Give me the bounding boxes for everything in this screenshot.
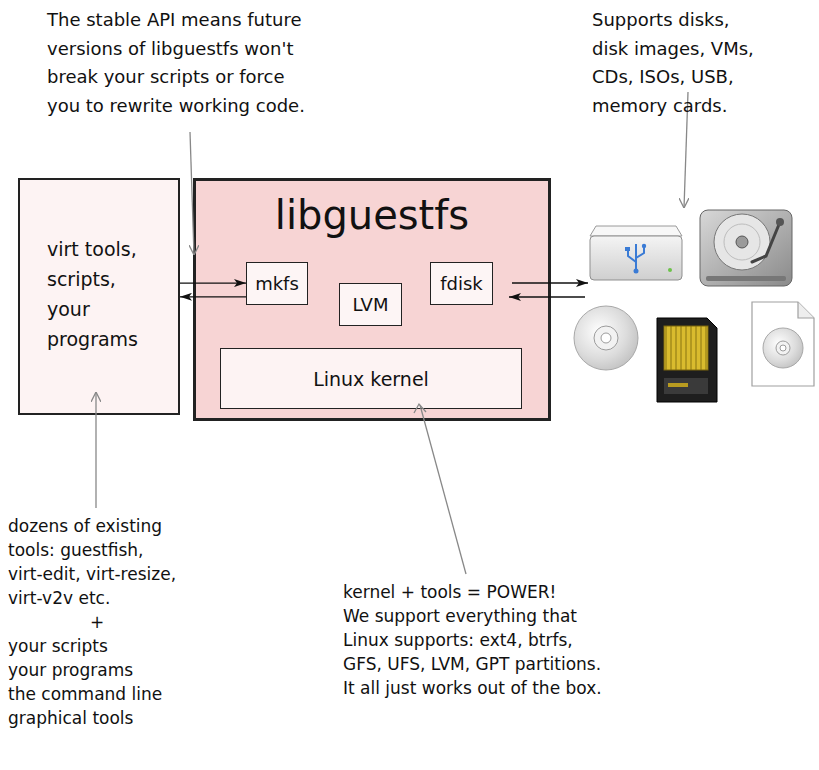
leader-line <box>420 405 466 574</box>
library-box: mkfsLVM fdiskLinux kernel libguestfs <box>193 178 551 421</box>
box-title: libguestfs <box>196 191 548 239</box>
leader-line <box>190 132 194 255</box>
data-flow-arrow <box>180 282 246 283</box>
kernel-box: Linux kernel <box>220 348 522 409</box>
usb-drive-icon <box>590 226 682 280</box>
tool-box: mkfs <box>246 262 308 305</box>
tools-note: your scripts your programs the command l… <box>8 634 162 730</box>
disk-image-icon <box>752 302 814 386</box>
kernel-note: We support everything that Linux support… <box>343 604 602 700</box>
box-label: LVM <box>353 294 389 316</box>
leader-lines <box>96 92 688 574</box>
kernel-note: kernel + tools = POWER! <box>343 580 556 604</box>
device-arrow <box>509 296 585 297</box>
device-note: Supports disks, disk images, VMs, CDs, I… <box>592 6 754 120</box>
hard-disk-icon <box>700 210 792 286</box>
device-arrow <box>512 282 588 283</box>
cd-icon <box>574 306 638 370</box>
tool-box: fdisk <box>430 262 493 305</box>
plus-sign: + <box>90 610 104 634</box>
tools-note: dozens of existing tools: guestfish, vir… <box>8 514 176 610</box>
client-box: virt tools, scripts, your programs <box>18 178 180 415</box>
box-label: Linux kernel <box>313 367 429 391</box>
memory-card-icon <box>657 318 717 402</box>
box-label: fdisk <box>440 273 483 295</box>
box-label: mkfs <box>255 273 299 295</box>
data-flow-arrow <box>180 296 246 297</box>
api-note: The stable API means future versions of … <box>47 6 305 120</box>
tool-box: LVM <box>339 283 402 326</box>
device-arrows <box>509 283 588 297</box>
leader-line <box>95 392 96 508</box>
leader-head <box>414 404 426 413</box>
box-label: virt tools, scripts, your programs <box>47 234 138 354</box>
